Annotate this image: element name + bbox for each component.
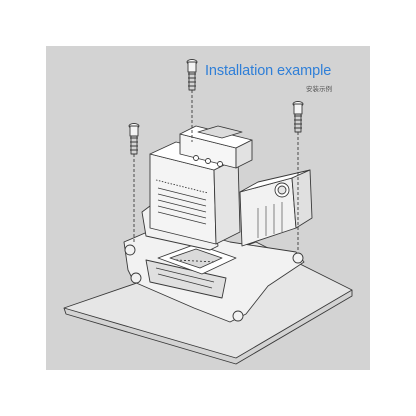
page-subtitle: 安装示例: [306, 85, 332, 93]
mounting-bracket-icon: [123, 223, 305, 323]
screw-top: [186, 59, 198, 142]
screw-left: [128, 123, 140, 242]
page-title: Installation example: [205, 63, 332, 79]
cpu-socket-icon: [157, 243, 237, 275]
diagram-frame: Installation example 安装示例: [46, 46, 370, 370]
water-block-icon: [141, 125, 313, 251]
screw-icon: [128, 59, 304, 252]
screw-right: [292, 101, 304, 252]
installation-illustration: [63, 59, 353, 365]
